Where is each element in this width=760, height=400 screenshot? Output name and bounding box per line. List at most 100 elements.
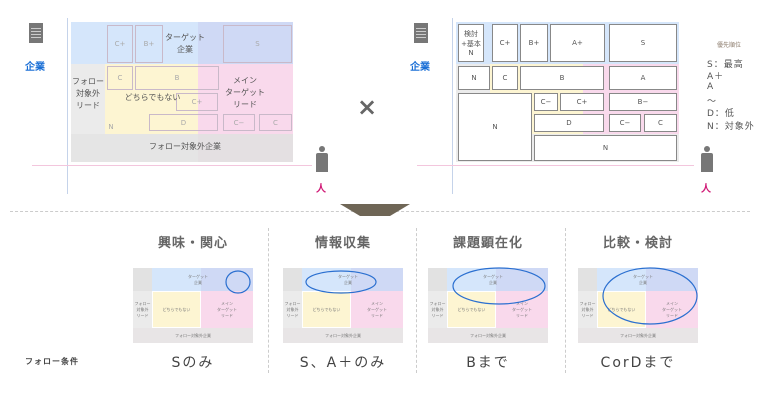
priority-cell: D xyxy=(534,114,604,132)
thumb-target-label: ターゲット 企業 xyxy=(188,274,208,285)
thumb-target-dark xyxy=(496,268,548,291)
stage-divider xyxy=(416,228,417,373)
priority-legend-item: D：低 xyxy=(707,109,735,120)
stage-thumbnail: ターゲット 企業フォロー 対象外 リードどちらでもないメイン ターゲット リード… xyxy=(133,268,253,343)
lead-zone xyxy=(71,64,105,134)
main-target-label: メイン ターゲット リード xyxy=(225,76,265,109)
thumb-lead xyxy=(428,291,447,328)
down-arrow-icon xyxy=(340,204,410,216)
faint-cell: C+ xyxy=(176,93,218,111)
thumb-lead-label: フォロー 対象外 リード xyxy=(429,301,446,318)
priority-cell: A xyxy=(609,66,677,90)
thumb-neither xyxy=(447,291,496,328)
thumb-main-label: メイン ターゲット リード xyxy=(512,300,532,318)
person-axis-label: 人 xyxy=(316,184,326,195)
thumb-neither-label: どちらでもない xyxy=(312,306,341,312)
stage-divider xyxy=(268,228,269,373)
thumb-lead-top xyxy=(428,268,447,291)
thumb-bottom-label: フォロー対象外企業 xyxy=(470,332,506,338)
priority-legend-title: 優先順位 xyxy=(717,42,742,49)
thumb-lead-top xyxy=(578,268,597,291)
thumb-lead-label: フォロー 対象外 リード xyxy=(579,301,596,318)
stage-title: 情報収集 xyxy=(314,236,371,251)
priority-cell: N xyxy=(458,93,532,161)
stage-thumbnail: ターゲット 企業フォロー 対象外 リード どちらでもない メイン ターゲット リード… xyxy=(283,268,403,343)
thumb-lead-top xyxy=(283,268,302,291)
faint-cell: C xyxy=(259,114,292,131)
thumb-bottom xyxy=(283,328,403,343)
bottom-zone xyxy=(71,134,293,162)
stage-title: 比較・検討 xyxy=(602,236,673,251)
faint-cell: D xyxy=(149,114,218,131)
company-axis-label: 企業 xyxy=(25,62,45,73)
thumb-main xyxy=(351,291,403,328)
person-icon xyxy=(316,146,328,172)
thumb-bottom-label: フォロー対象外企業 xyxy=(620,332,656,338)
thumb-main-label: メイン ターゲット リード xyxy=(217,300,237,318)
x-axis-line xyxy=(417,165,694,166)
thumb-lead-label: フォロー 対象外 リード xyxy=(134,301,151,318)
highlight-ellipse-shape xyxy=(225,270,251,294)
thumb-lead-label: フォロー 対象外 リード xyxy=(284,301,301,318)
priority-cell: S xyxy=(609,24,677,62)
follow-condition-label: フォロー条件 xyxy=(25,357,79,366)
thumb-neither xyxy=(597,291,646,328)
thumb-lead xyxy=(283,291,302,328)
faint-cell: C xyxy=(107,66,133,90)
thumb-target-dark xyxy=(646,268,698,291)
priority-cell: C− xyxy=(609,114,641,132)
y-axis-line xyxy=(67,18,68,194)
highlight-ellipse-shape xyxy=(305,270,377,294)
priority-cell: N xyxy=(458,66,490,90)
bottom-label: フォロー対象外企業 xyxy=(149,142,221,151)
thumb-bottom xyxy=(578,328,698,343)
thumb-main xyxy=(201,291,253,328)
stage-condition: S、A＋のみ xyxy=(299,355,387,371)
thumb-lead xyxy=(578,291,597,328)
priority-cell: C+ xyxy=(560,93,604,111)
priority-cell: C xyxy=(492,66,518,90)
highlight-ellipse-shape xyxy=(452,267,546,305)
y-axis-line xyxy=(452,18,453,194)
priority-legend-item: S：最高 xyxy=(707,60,744,70)
stage-title: 興味・関心 xyxy=(157,236,228,251)
thumb-lead xyxy=(133,291,152,328)
thumb-lead-top xyxy=(133,268,152,291)
stage-condition: CorDまで xyxy=(600,355,676,371)
priority-cell: 検討 +基本N xyxy=(458,24,484,62)
thumb-bottom xyxy=(428,328,548,343)
x-axis-line xyxy=(32,165,312,166)
thumb-main-label: メイン ターゲット リード xyxy=(367,300,387,318)
thumb-target-label: ターゲット 企業 xyxy=(633,274,653,285)
priority-cell: C+ xyxy=(492,24,518,62)
person-axis-label: 人 xyxy=(701,184,711,195)
faint-cell: N xyxy=(108,123,114,131)
faint-cell: C− xyxy=(223,114,255,131)
priority-cell: C xyxy=(644,114,677,132)
priority-cell: B− xyxy=(609,93,677,111)
thumb-target-label: ターゲット 企業 xyxy=(338,274,358,285)
thumb-neither-label: どちらでもない xyxy=(607,306,636,312)
company-axis-label: 企業 xyxy=(410,62,430,73)
person-icon xyxy=(701,146,713,172)
priority-cell: A+ xyxy=(550,24,605,62)
priority-cell: B xyxy=(520,66,604,90)
priority-legend-item: A＋ xyxy=(707,72,725,83)
stage-thumbnail: ターゲット 企業フォロー 対象外 リードどちらでもないメイン ターゲット リード… xyxy=(428,267,548,343)
stage-title: 課題顕在化 xyxy=(452,236,523,251)
priority-legend-item: A xyxy=(707,81,715,92)
priority-legend-item: N：対象外 xyxy=(707,121,755,132)
target-zone-dark xyxy=(198,22,293,64)
thumb-neither xyxy=(152,291,201,328)
priority-cell: B+ xyxy=(520,24,548,62)
thumb-main xyxy=(496,291,548,328)
thumb-neither-label: どちらでもない xyxy=(457,306,486,312)
stage-divider xyxy=(565,228,566,373)
thumb-main xyxy=(646,291,698,328)
thumb-main-label: メイン ターゲット リード xyxy=(662,300,682,318)
building-icon xyxy=(414,23,428,43)
highlight-ellipse-shape xyxy=(602,267,698,325)
neither-zone xyxy=(105,64,198,134)
faint-cell: C+ xyxy=(107,25,133,63)
faint-cell: B+ xyxy=(135,25,163,63)
